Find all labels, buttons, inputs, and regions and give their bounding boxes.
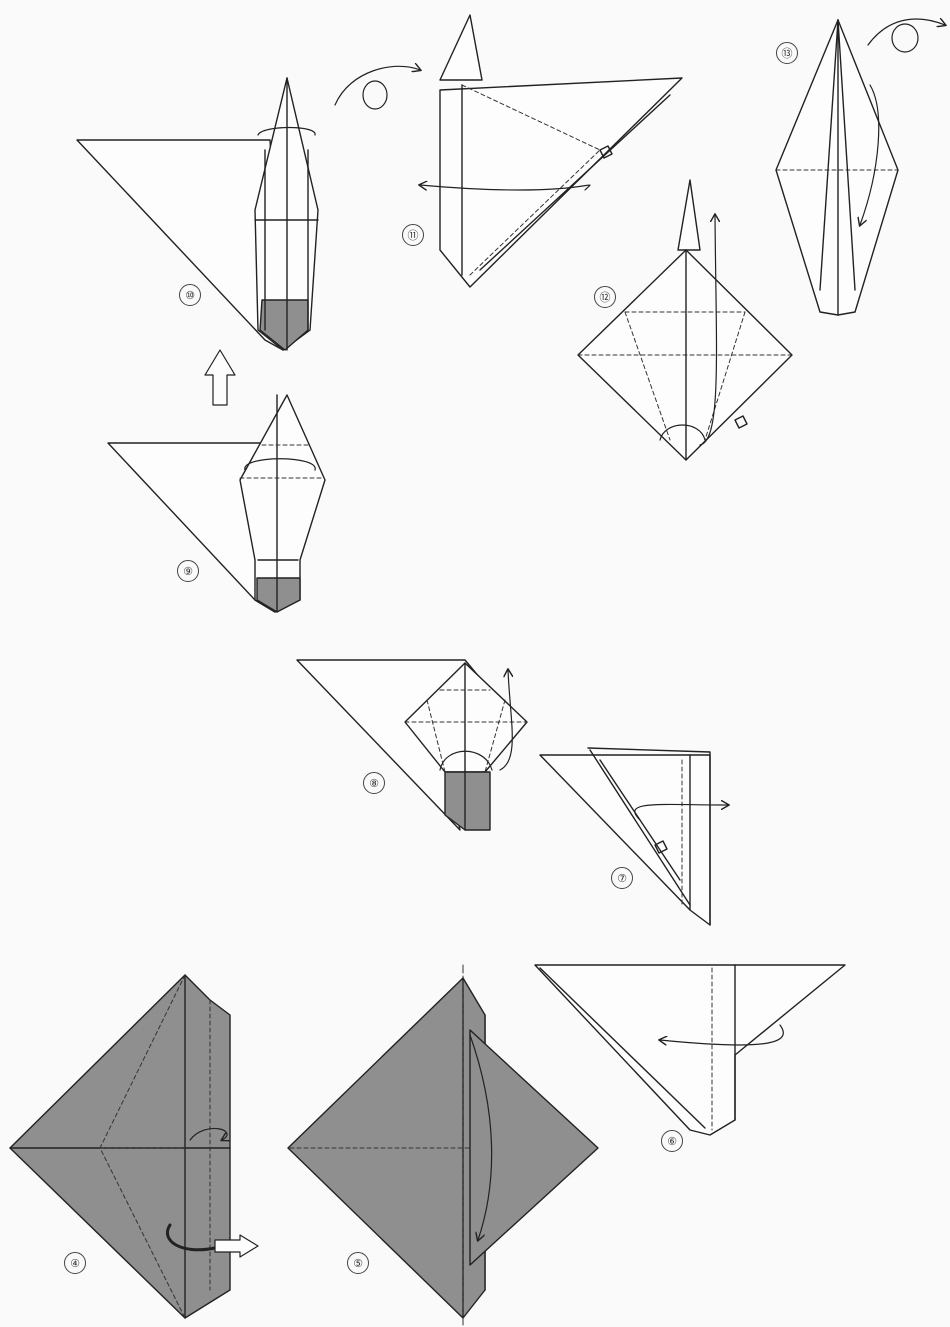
step-label-6: ⑥: [661, 1130, 683, 1152]
step-13-figure: [776, 20, 898, 315]
step-label-4: ④: [64, 1252, 86, 1274]
step-label-10: ⑩: [179, 284, 201, 306]
step-label-7: ⑦: [611, 867, 633, 889]
step-5-figure: [288, 965, 598, 1325]
step-label-9: ⑨: [177, 560, 199, 582]
step-12-figure: [578, 180, 792, 460]
turn-over-arrow-icon: [335, 66, 420, 109]
step-10-figure: [77, 78, 318, 350]
step-7-figure: [540, 748, 728, 925]
step-label-5: ⑤: [347, 1252, 369, 1274]
step-label-13: ⑬: [776, 42, 798, 64]
step-4-figure: [10, 975, 258, 1318]
step-6-figure: [535, 965, 845, 1135]
turn-over-arrow-icon: [868, 19, 945, 52]
step-11-figure: [420, 15, 682, 287]
step-label-8: ⑧: [363, 772, 385, 794]
step-8-figure: [297, 660, 527, 830]
step-label-12: ⑫: [594, 286, 616, 308]
up-arrow-icon: [205, 350, 235, 405]
step-label-11: ⑪: [402, 224, 424, 246]
step-9-figure: [108, 395, 325, 612]
